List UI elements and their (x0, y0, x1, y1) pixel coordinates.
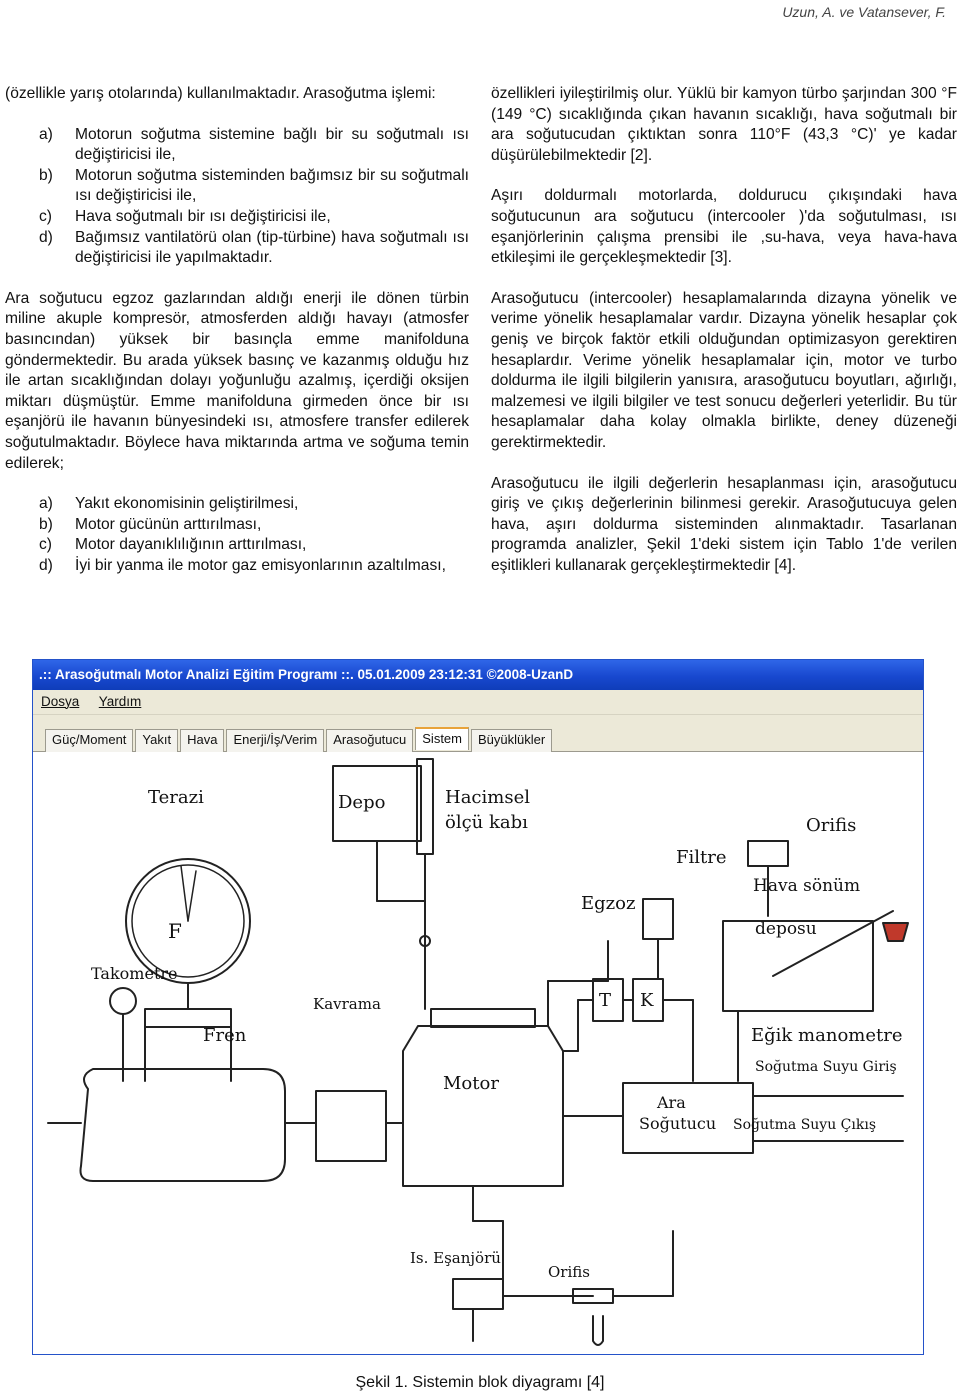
label-filtre: Filtre (676, 847, 727, 868)
label-egik-manometre: Eğik manometre (751, 1025, 903, 1046)
label-motor: Motor (443, 1073, 499, 1094)
brake-body (79, 1068, 286, 1182)
list-text: Motorun soğutma sistemine bağlı bir su s… (75, 125, 469, 164)
heat-exchanger (452, 1278, 504, 1310)
label-terazi: Terazi (148, 787, 204, 808)
tab-enerji-is-verim[interactable]: Enerji/İş/Verim (226, 729, 325, 752)
body-paragraph: Aşırı doldurmalı motorlarda, doldurucu ç… (491, 187, 957, 267)
running-head: Uzun, A. ve Vatansever, F. (782, 4, 946, 20)
turbine (592, 978, 624, 1022)
figure-caption: Şekil 1. Sistemin blok diyagramı [4] (355, 1374, 605, 1391)
menu-yardim[interactable]: Yardım (98, 694, 142, 709)
list-marker: a) (39, 125, 53, 143)
orifice-top (747, 840, 789, 867)
list-item: d) İyi bir yanma ile motor gaz emisyonlar… (5, 556, 469, 577)
tab-yakit[interactable]: Yakıt (135, 729, 179, 752)
label-fren: Fren (203, 1025, 247, 1046)
tachometer-gauge (109, 987, 137, 1015)
label-olcu-kabi: ölçü kabı (445, 812, 528, 833)
list-text: Motorun soğutma sisteminden bağımsız bir… (75, 166, 469, 205)
list-text: Motor dayanıklılığının arttırılması, (75, 536, 307, 554)
label-hava-sonum: Hava sönüm (753, 876, 860, 896)
label-depo: Depo (338, 792, 385, 813)
label-f: F (168, 919, 182, 943)
tab-buyuklukler[interactable]: Büyüklükler (471, 729, 553, 752)
tab-arasogutucu[interactable]: Arasoğutucu (326, 729, 414, 752)
intro-paragraph: (özellikle yarış otolarında) kullanılmak… (5, 85, 436, 102)
menu-dosya[interactable]: Dosya (41, 694, 80, 709)
list-item: c) Hava soğutmalı bir ısı değiştiricisi i… (5, 207, 469, 228)
window-title: .:: Arasoğutmalı Motor Analizi Eğitim Pr… (33, 660, 923, 690)
label-takometre: Takometre (91, 964, 177, 983)
list-text: Motor gücünün arttırılması, (75, 515, 262, 533)
list-marker: a) (39, 495, 53, 513)
engine-block (402, 1025, 564, 1187)
label-hacimsel: Hacimsel (445, 787, 530, 808)
body-paragraph: Arasoğutucu ile ilgili değerlerin hesapl… (491, 474, 957, 574)
list-text: Bağımsız vantilatörü olan (tip-türbine) … (75, 228, 469, 267)
list-marker: b) (39, 166, 53, 184)
app-window: .:: Arasoğutmalı Motor Analizi Eğitim Pr… (32, 659, 924, 1355)
list-marker: d) (39, 228, 53, 246)
label-orifis-bottom: Orifis (548, 1263, 590, 1281)
list-item: b) Motorun soğutma sisteminden bağımsız b… (5, 166, 469, 207)
list-item: a) Yakıt ekonomisinin geliştirilmesi, (5, 494, 469, 515)
u-tube-manometer (592, 1315, 604, 1346)
list-text: Hava soğutmalı bir ısı değiştiricisi ile… (75, 207, 331, 225)
list-item: d) Bağımsız vantilatörü olan (tip-türbine… (5, 228, 469, 269)
cooling-methods-list: a) Motorun soğutma sistemine bağlı bir su… (5, 125, 469, 269)
label-is-esanjoru: Is. Eşanjörü (410, 1249, 501, 1267)
tab-guc-moment[interactable]: Güç/Moment (45, 729, 134, 752)
label-k: K (640, 990, 654, 1011)
label-sogutucu: Soğutucu (639, 1114, 716, 1133)
right-column: özellikleri iyileştirilmiş olur. Yüklü b… (491, 84, 957, 576)
menu-bar: Dosya Yardım (33, 690, 923, 715)
label-deposu: deposu (755, 919, 817, 939)
list-item: a) Motorun soğutma sistemine bağlı bir su… (5, 125, 469, 166)
left-column: (özellikle yarış otolarında) kullanılmak… (5, 84, 469, 576)
coupling (315, 1090, 387, 1162)
body-paragraph: Arasoğutucu (intercooler) hesaplamaların… (491, 289, 957, 451)
list-marker: b) (39, 515, 53, 533)
tab-hava[interactable]: Hava (180, 729, 225, 752)
compressor (632, 978, 664, 1022)
list-marker: d) (39, 556, 53, 574)
intercooler (622, 1082, 754, 1154)
label-sogutma-suyu-giris: Soğutma Suyu Giriş (755, 1059, 897, 1075)
label-kavrama: Kavrama (313, 995, 381, 1013)
list-text: İyi bir yanma ile motor gaz emisyonların… (75, 556, 446, 574)
label-ara: Ara (656, 1093, 686, 1112)
list-marker: c) (39, 207, 52, 225)
tab-bar: Güç/Moment Yakıt Hava Enerji/İş/Verim Ar… (33, 715, 923, 752)
filter (642, 898, 674, 940)
label-t: T (599, 990, 611, 1011)
list-text: Yakıt ekonomisinin geliştirilmesi, (75, 495, 299, 513)
inclined-manometer (772, 910, 894, 977)
body-paragraph: özellikleri iyileştirilmiş olur. Yüklü b… (491, 85, 957, 164)
list-item: b) Motor gücünün arttırılması, (5, 515, 469, 536)
tab-sistem[interactable]: Sistem (415, 727, 469, 750)
body-paragraph: Ara soğutucu egzoz gazlarından aldığı en… (5, 289, 469, 472)
system-diagram: Terazi Depo Hacimsel ölçü kabı Orifis Fi… (47, 758, 909, 1346)
list-marker: c) (39, 536, 52, 554)
label-orifis-top: Orifis (806, 815, 856, 836)
list-item: c) Motor dayanıklılığının arttırılması, (5, 535, 469, 556)
label-egzoz: Egzoz (581, 893, 635, 914)
measuring-cylinder (416, 758, 434, 855)
label-sogutma-suyu-cikis: Soğutma Suyu Çıkış (733, 1117, 876, 1133)
benefits-list: a) Yakıt ekonomisinin geliştirilmesi, b) M… (5, 494, 469, 576)
air-damping-tank (722, 920, 874, 1012)
